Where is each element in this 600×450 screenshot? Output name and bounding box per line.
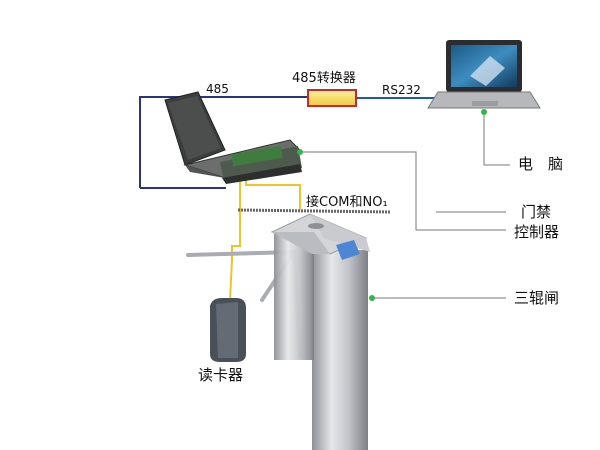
cable-bar — [237, 208, 391, 214]
converter-box — [307, 89, 357, 107]
label-com-no: 接COM和NO₁ — [306, 195, 388, 210]
label-converter: 485转换器 — [292, 71, 356, 86]
label-rs232: RS232 — [382, 83, 421, 97]
leader-lines — [300, 112, 510, 299]
turnstile-body — [270, 213, 370, 450]
dot-controller — [297, 149, 303, 155]
connection-dots — [297, 109, 487, 301]
dot-computer — [481, 109, 487, 115]
label-access-line2: 控制器 — [514, 223, 560, 241]
label-485: 485 — [206, 82, 229, 96]
card-reader — [210, 298, 246, 362]
wire-reader — [229, 178, 301, 301]
dot-turnstile — [369, 295, 375, 301]
controller-box — [164, 91, 302, 184]
wire-485 — [139, 96, 308, 189]
label-access-line1: 门禁 — [521, 203, 552, 221]
label-computer: 电 脑 — [518, 155, 564, 173]
laptop — [427, 40, 541, 109]
label-turnstile: 三辊闸 — [514, 289, 560, 307]
label-reader: 读卡器 — [198, 366, 244, 384]
